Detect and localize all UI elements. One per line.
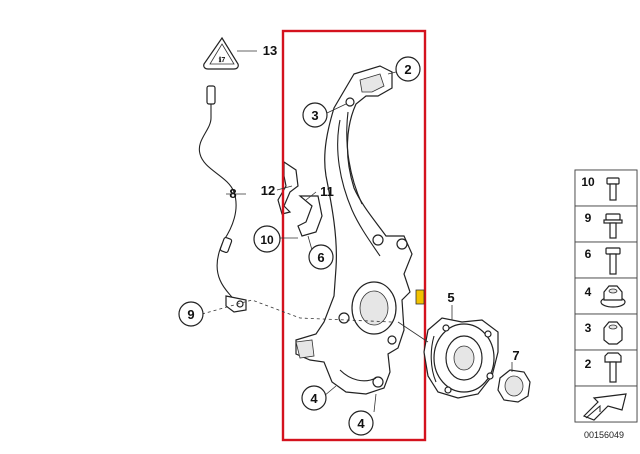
callout-6: 6	[308, 244, 334, 270]
flanged-bolt-icon	[603, 213, 623, 239]
collar-nut	[497, 369, 531, 403]
diagram-reference-number: 00156049	[584, 430, 624, 440]
wheel-hub	[423, 317, 499, 399]
steering-knuckle	[295, 65, 413, 395]
legend-row-3: 3	[574, 313, 638, 351]
callout-label: 4	[310, 391, 318, 406]
legend-row-2: 2	[574, 349, 638, 387]
legend-row-10: 10	[574, 169, 638, 207]
callout-10: 10	[253, 225, 281, 253]
callout-4-bottom: 4	[348, 410, 374, 436]
bracket-11	[297, 195, 323, 237]
hex-nut-icon	[603, 321, 623, 345]
leader-lines	[201, 50, 513, 413]
hex-bolt-icon	[605, 247, 621, 275]
hardware-legend: 10 9 6 4	[574, 169, 638, 423]
callout-label: 3	[311, 108, 318, 123]
callout-2: 2	[395, 56, 421, 82]
short-bolt-icon	[606, 177, 620, 201]
callout-label: 2	[404, 62, 411, 77]
callout-3: 3	[302, 102, 328, 128]
label-11: 11	[320, 184, 334, 199]
highlight-frame	[281, 29, 427, 442]
sensor-connector	[415, 289, 425, 305]
arrow-icon	[582, 393, 627, 421]
bracket-12	[277, 160, 299, 215]
warning-triangle-icon: ℹ7	[203, 36, 239, 70]
legend-row-arrow	[574, 385, 638, 423]
sensor-cable	[198, 85, 247, 313]
svg-text:ℹ7: ℹ7	[219, 56, 226, 64]
legend-label: 2	[585, 357, 592, 371]
legend-row-6: 6	[574, 241, 638, 279]
label-5: 5	[447, 290, 454, 305]
callout-9: 9	[178, 301, 204, 327]
long-bolt-icon	[604, 352, 622, 383]
legend-label: 9	[585, 211, 592, 225]
legend-label: 6	[585, 247, 592, 261]
legend-row-4: 4	[574, 277, 638, 315]
label-13: 13	[263, 43, 277, 58]
callout-4-left: 4	[301, 385, 327, 411]
legend-row-9: 9	[574, 205, 638, 243]
label-12: 12	[261, 183, 275, 198]
callout-label: 9	[187, 307, 194, 322]
label-7: 7	[512, 348, 519, 363]
legend-label: 3	[585, 321, 592, 335]
label-8: 8	[229, 186, 236, 201]
callout-label: 4	[357, 416, 365, 431]
callout-label: 6	[317, 250, 324, 265]
legend-label: 10	[581, 175, 595, 189]
flange-nut-icon	[600, 285, 626, 308]
callout-label: 10	[260, 233, 274, 247]
legend-label: 4	[585, 285, 592, 299]
